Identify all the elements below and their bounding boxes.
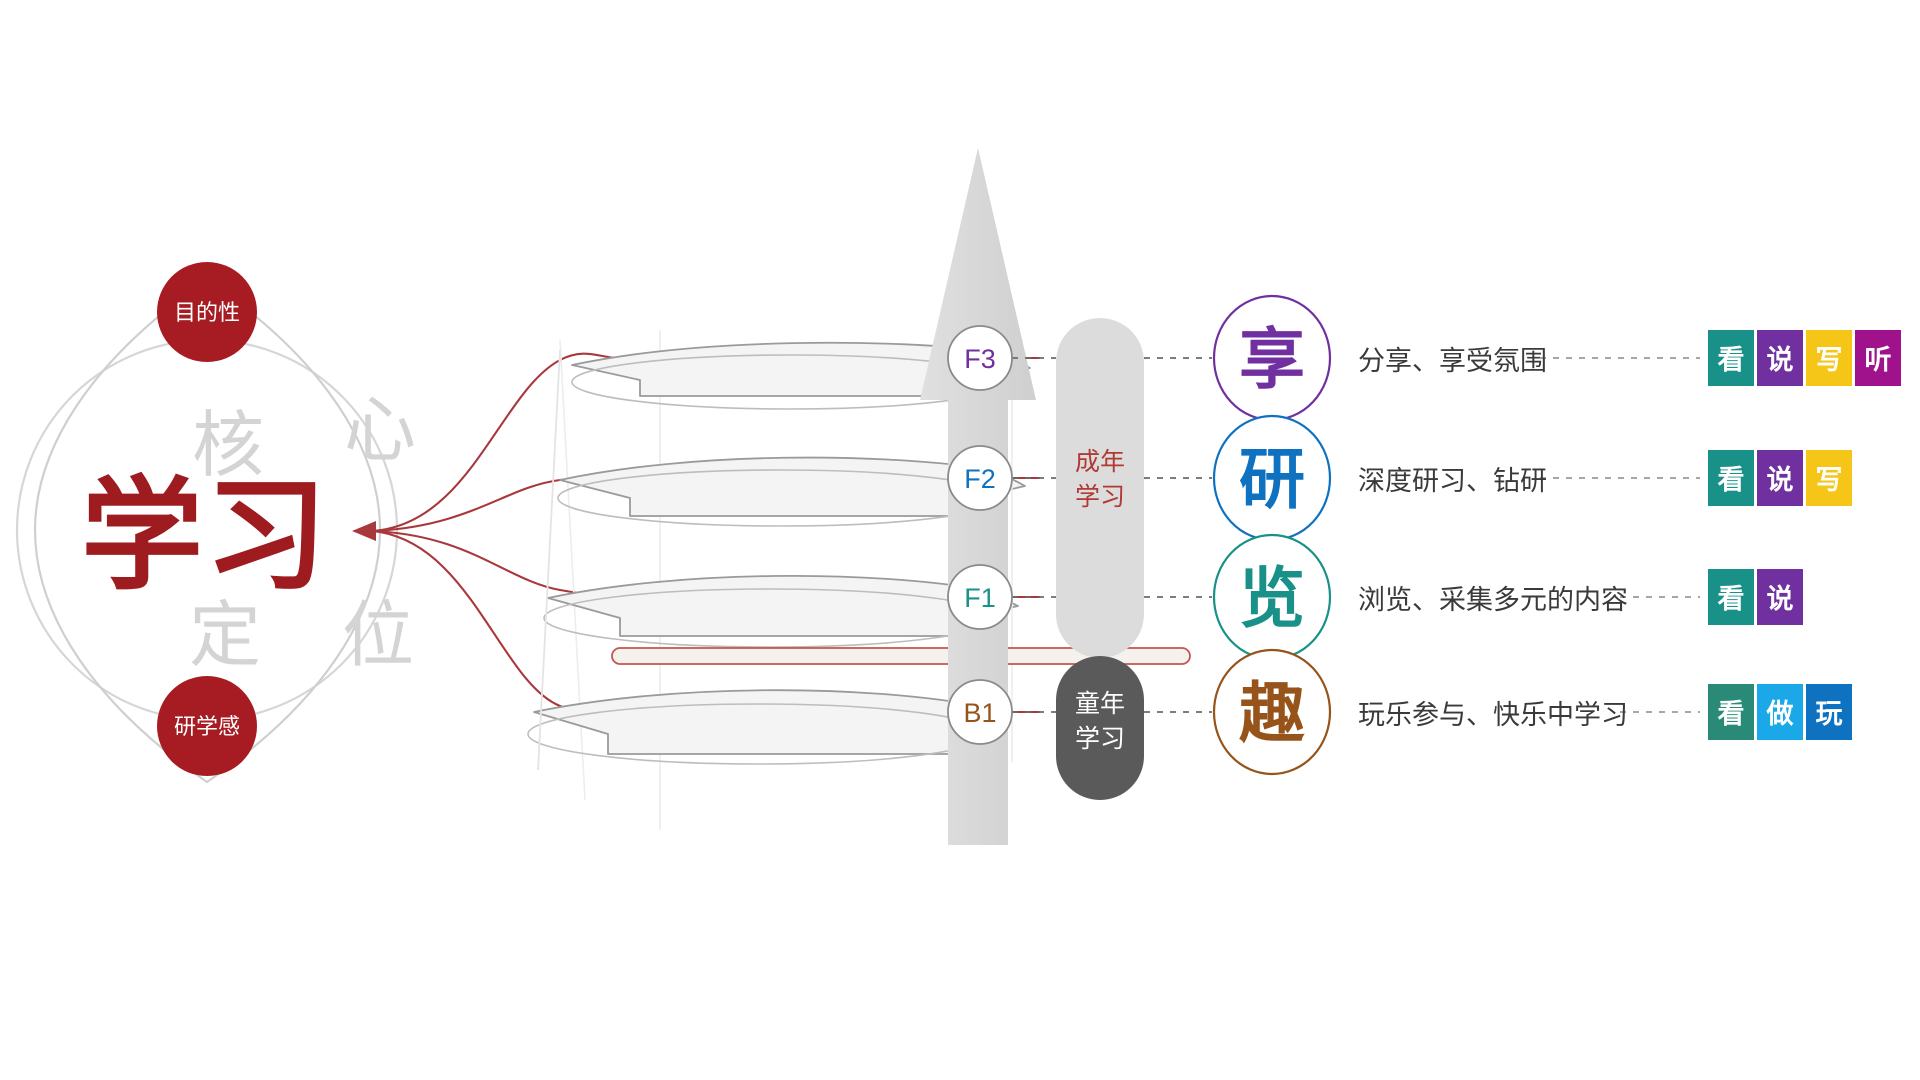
tag-chip[interactable]: 说: [1757, 330, 1803, 386]
tag-chip-bg[interactable]: [1708, 684, 1754, 740]
mode-glyph-xiang: 享: [1239, 321, 1305, 398]
tag-chip-bg[interactable]: [1806, 684, 1852, 740]
tag-chip[interactable]: 看: [1708, 569, 1754, 625]
core-watermark-char-3: 位: [342, 593, 414, 677]
tag-chip-label: 看: [1718, 345, 1745, 376]
mode-desc-qu: 玩乐参与、快乐中学习: [1358, 700, 1628, 731]
pill-adult-label-line2: 学习: [1075, 482, 1125, 511]
tag-chip-label: 看: [1718, 584, 1745, 615]
tag-chip-bg[interactable]: [1708, 330, 1754, 386]
tag-chip-label: 玩: [1816, 699, 1843, 730]
core-badge-top[interactable]: 目的性: [157, 262, 257, 362]
pill-child-label-line1: 童年: [1075, 689, 1125, 718]
tag-group-yan: 看 说 写: [1708, 450, 1852, 506]
core-watermark-char-2: 定: [189, 593, 261, 677]
mode-row-yan[interactable]: 研 深度研习、钻研: [1212, 414, 1547, 542]
stage-node-b1-label: B1: [963, 698, 996, 728]
mode-desc-lan: 浏览、采集多元的内容: [1358, 585, 1628, 616]
core-badge-top-circle[interactable]: [157, 262, 257, 362]
core-badge-bottom[interactable]: 研学感: [157, 676, 257, 776]
tag-chip-bg[interactable]: [1855, 330, 1901, 386]
tag-chip-label: 看: [1718, 699, 1745, 730]
tag-chip[interactable]: 说: [1757, 569, 1803, 625]
tag-chip-bg[interactable]: [1757, 330, 1803, 386]
stage-node-f1-label: F1: [964, 583, 996, 613]
layer-stack: [527, 330, 1031, 830]
mode-glyph-lan: 览: [1239, 560, 1305, 637]
tag-chip-bg[interactable]: [1757, 569, 1803, 625]
stage-node-f3[interactable]: F3: [947, 325, 1013, 391]
pill-child: [1056, 656, 1144, 800]
tag-chip[interactable]: 说: [1757, 450, 1803, 506]
tag-chip-label: 听: [1865, 345, 1892, 376]
core-watermark-char-1: 心: [344, 388, 416, 472]
core-badge-top-label: 目的性: [174, 301, 240, 326]
pill-adult: [1056, 318, 1144, 658]
core-leaf-shape: [33, 278, 382, 784]
tag-chip-label: 说: [1767, 345, 1794, 376]
tag-chip[interactable]: 看: [1708, 330, 1754, 386]
tag-chip[interactable]: 听: [1855, 330, 1901, 386]
tag-group-lan: 看 说: [1708, 569, 1803, 625]
stage-node-f2-circle[interactable]: [947, 445, 1013, 511]
core-title: 学习: [81, 465, 329, 607]
stage-node-f3-circle[interactable]: [947, 325, 1013, 391]
mode-row-xiang[interactable]: 享 分享、享受氛围: [1212, 294, 1547, 422]
age-divider-bar: [611, 647, 1191, 665]
mode-circle-qu[interactable]: [1212, 648, 1332, 776]
tag-chip-bg[interactable]: [1708, 450, 1754, 506]
core-badge-bottom-label: 研学感: [174, 715, 240, 740]
tag-chip[interactable]: 做: [1757, 684, 1803, 740]
core-badge-bottom-circle[interactable]: [157, 676, 257, 776]
stage-node-f1[interactable]: F1: [947, 564, 1013, 630]
tag-chip[interactable]: 玩: [1806, 684, 1852, 740]
stage-node-f2[interactable]: F2: [947, 445, 1013, 511]
pill-adult-label-line1: 成年: [1075, 447, 1125, 476]
age-pills: [1056, 318, 1144, 800]
tag-chip-bg[interactable]: [1708, 569, 1754, 625]
pill-child-label-line2: 学习: [1075, 724, 1125, 753]
tag-group-xiang: 看 说 写 听: [1708, 330, 1901, 386]
dashed-connectors: [1012, 357, 1212, 713]
tag-chip-label: 说: [1767, 584, 1794, 615]
tag-chip[interactable]: 写: [1806, 450, 1852, 506]
tag-chip-bg[interactable]: [1757, 684, 1803, 740]
tag-group-qu: 看 做 玩: [1708, 684, 1852, 740]
stage-node-b1-circle[interactable]: [947, 679, 1013, 745]
core-watermark-char-0: 核: [192, 403, 264, 487]
tag-chip-label: 写: [1816, 345, 1843, 376]
stage-node-f2-label: F2: [964, 464, 996, 494]
mode-row-qu[interactable]: 趣 玩乐参与、快乐中学习: [1212, 648, 1628, 776]
mode-glyph-qu: 趣: [1239, 675, 1305, 752]
tag-chip-bg[interactable]: [1806, 450, 1852, 506]
tag-chip-label: 做: [1766, 699, 1794, 730]
tag-chip-bg[interactable]: [1757, 450, 1803, 506]
convergence-arrowhead: [352, 521, 376, 541]
tag-chip[interactable]: 看: [1708, 450, 1754, 506]
mode-glyph-yan: 研: [1239, 441, 1305, 518]
tag-chip-bg[interactable]: [1806, 330, 1852, 386]
tag-chip-label: 写: [1816, 465, 1843, 496]
tag-chip-label: 说: [1767, 465, 1794, 496]
mode-desc-xiang: 分享、享受氛围: [1358, 346, 1547, 377]
stage-node-f3-label: F3: [964, 344, 996, 374]
mode-desc-yan: 深度研习、钻研: [1358, 466, 1547, 497]
tag-chip-label: 看: [1718, 465, 1745, 496]
tag-chip[interactable]: 看: [1708, 684, 1754, 740]
stage-node-f1-circle[interactable]: [947, 564, 1013, 630]
mode-row-lan[interactable]: 览 浏览、采集多元的内容: [1212, 533, 1628, 661]
tag-chip[interactable]: 写: [1806, 330, 1852, 386]
stage-node-b1[interactable]: B1: [947, 679, 1013, 745]
tag-connectors: [1540, 357, 1700, 713]
